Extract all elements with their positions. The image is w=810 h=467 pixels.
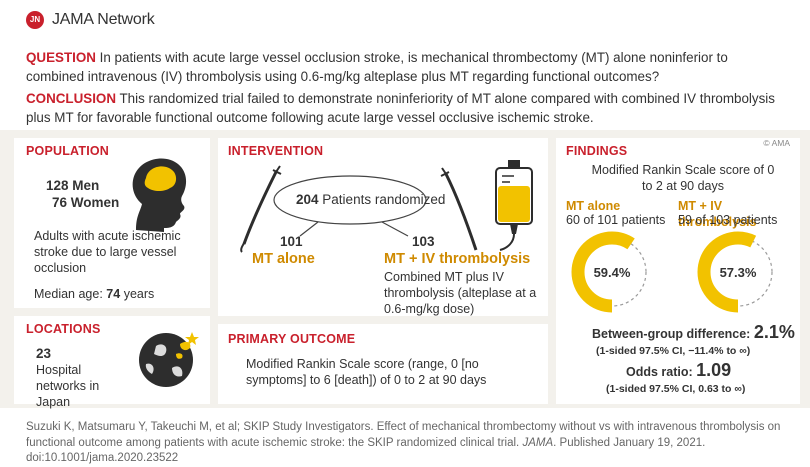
women-stat: 76 Women	[52, 195, 119, 211]
arm2-donut-track	[703, 237, 773, 307]
intervention-title: INTERVENTION	[228, 144, 324, 158]
arm2-donut-chart: 57.3%	[697, 231, 779, 313]
locations-count: 23	[36, 346, 51, 362]
head-brain-icon	[132, 158, 187, 232]
men-stat: 128 Men	[46, 178, 99, 194]
primary-outcome-title: PRIMARY OUTCOME	[228, 332, 356, 346]
population-card: POPULATION 128 Men 76 Women Adults with …	[14, 138, 210, 308]
arm2-description: Combined MT plus IV thrombolysis (altepl…	[384, 270, 537, 316]
diff-value: 2.1%	[753, 322, 795, 342]
primary-outcome-card: PRIMARY OUTCOME Modified Rankin Scale sc…	[218, 324, 548, 404]
men-count: 128	[46, 178, 69, 193]
citation-text: Suzuki K, Matsumaru Y, Takeuchi M, et al…	[26, 421, 781, 449]
arm2-count: 103	[412, 234, 435, 249]
findings-subtitle: Modified Rankin Scale score of 0 to 2 at…	[591, 163, 775, 193]
or-label: Odds ratio:	[626, 365, 693, 379]
arm1-count: 101	[280, 234, 303, 249]
median-age-label: Median age:	[34, 287, 103, 301]
arm2-percent-label: 57.3%	[720, 265, 757, 280]
diff-ci: (1-sided 97.5% CI, −11.4% to ∞)	[596, 345, 751, 357]
median-age: Median age: 74 years	[34, 286, 154, 302]
arm1-donut-arc	[571, 231, 653, 313]
arm2-donut-arc	[697, 231, 779, 313]
median-age-unit: years	[123, 287, 155, 301]
randomized-label: Patients randomized	[322, 192, 446, 207]
findings-arm1-detail: 60 of 101 patients	[566, 213, 666, 227]
population-description: Adults with acute ischemic stroke due to…	[34, 229, 181, 275]
arm2-connector	[381, 221, 409, 237]
findings-arm2-detail: 59 of 103 patients	[678, 213, 778, 227]
question-text: In patients with acute large vessel occl…	[26, 50, 728, 84]
randomized-count: 204	[296, 192, 319, 207]
arm1-donut-chart: 59.4%	[571, 231, 653, 313]
question-label: QUESTION	[26, 50, 96, 65]
arm1-donut-track	[577, 237, 647, 307]
or-value: 1.09	[696, 360, 732, 380]
globe-japan-icon	[139, 332, 199, 387]
randomization-diagram	[240, 160, 533, 253]
arm1-percent-label: 59.4%	[594, 265, 631, 280]
locations-card: LOCATIONS 23 Hospital networks in Japan	[14, 316, 210, 409]
locations-title: LOCATIONS	[26, 322, 101, 336]
arm2-name: MT + IV thrombolysis	[384, 251, 531, 267]
primary-outcome-text: Modified Rankin Scale score (range, 0 [n…	[246, 357, 487, 387]
header: JN JAMA Network	[0, 0, 810, 41]
arm1-name: MT alone	[252, 251, 315, 267]
findings-card: FINDINGS Modified Rankin Scale score of …	[556, 138, 800, 404]
odds-ratio: Odds ratio: 1.09	[626, 360, 732, 380]
catheter-icon-left	[240, 165, 282, 253]
conclusion-text: This randomized trial failed to demonstr…	[26, 91, 775, 125]
conclusion-block: CONCLUSION This randomized trial failed …	[26, 89, 786, 127]
locations-count-value: 23	[36, 346, 52, 361]
findings-arm1-name: MT alone	[566, 199, 621, 213]
population-title: POPULATION	[26, 144, 110, 158]
question-block: QUESTION In patients with acute large ve…	[26, 48, 786, 86]
or-ci: (1-sided 97.5% CI, 0.63 to ∞)	[606, 383, 746, 395]
logo-text: JAMA Network	[52, 11, 155, 28]
jama-logo-icon: JN	[26, 11, 44, 29]
catheter-icon-right	[440, 167, 478, 251]
findings-title: FINDINGS	[566, 144, 628, 158]
women-label: Women	[70, 195, 120, 210]
conclusion-label: CONCLUSION	[26, 91, 117, 106]
iv-bag-icon	[495, 160, 533, 251]
intervention-card: INTERVENTION 204 Patients randomized 101…	[218, 138, 548, 316]
arm1-connector	[299, 221, 319, 237]
between-group-diff: Between-group difference: 2.1%	[592, 322, 795, 342]
randomized-ellipse	[273, 175, 427, 225]
citation-journal: JAMA	[522, 436, 554, 449]
women-count: 76	[52, 195, 68, 210]
copyright: © AMA	[763, 138, 790, 148]
findings-arm2-name: MT + IV thrombolysis	[678, 199, 757, 229]
median-age-value: 74	[106, 287, 121, 301]
men-label: Men	[72, 178, 100, 193]
citation: Suzuki K, Matsumaru Y, Takeuchi M, et al…	[26, 420, 796, 467]
locations-description: Hospital networks in Japan	[36, 363, 100, 409]
randomized-text: 204 Patients randomized	[296, 192, 445, 208]
diff-label: Between-group difference:	[592, 327, 751, 341]
